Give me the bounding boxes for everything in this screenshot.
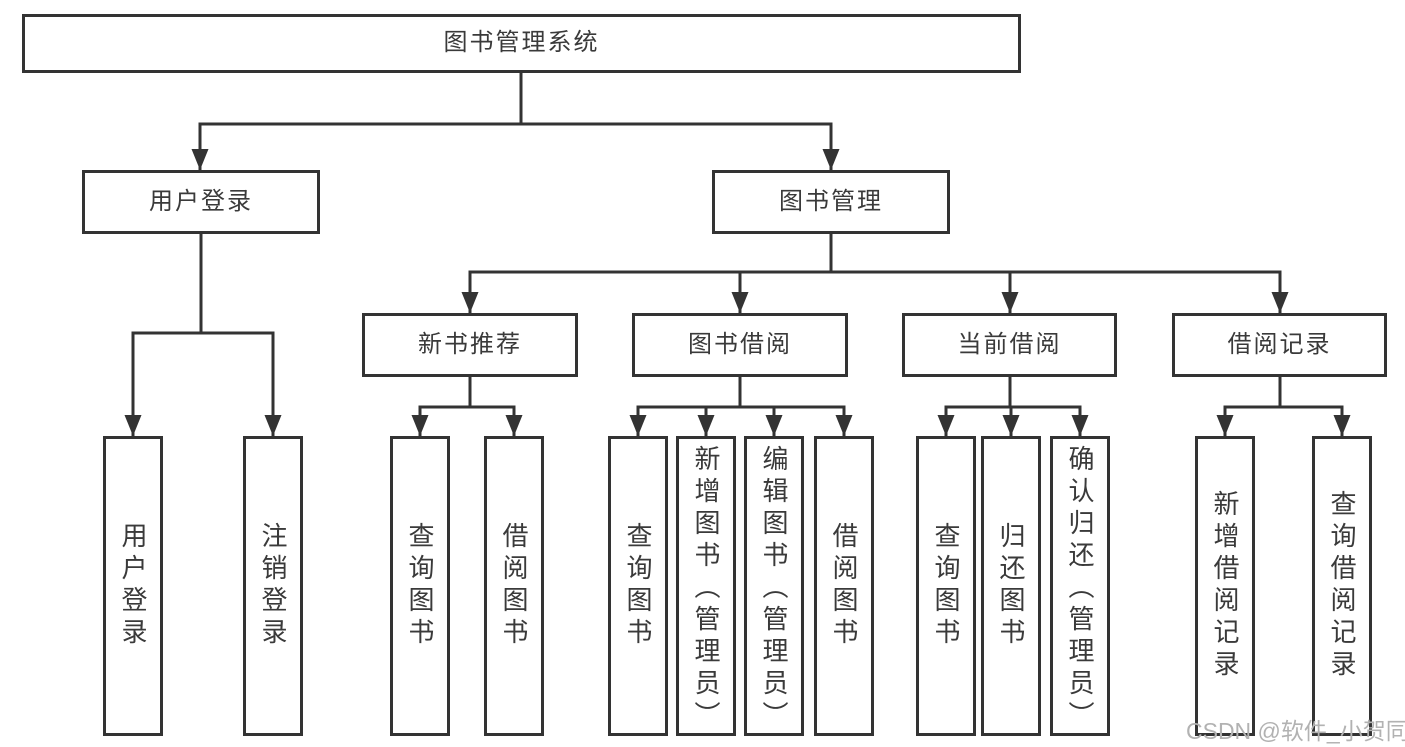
leaf-query-books-current: 查询图书 [916, 436, 976, 736]
leaf-add-borrow-record: 新增借阅记录 [1195, 436, 1255, 736]
leaf-confirm-return-admin: 确认归还（管理员） [1050, 436, 1110, 736]
node-new-book-recommend: 新书推荐 [362, 313, 578, 377]
leaf-logout-login: 注销登录 [243, 436, 303, 736]
leaf-add-books-admin: 新增图书（管理员） [676, 436, 736, 736]
leaf-query-borrow-record: 查询借阅记录 [1312, 436, 1372, 736]
node-book-borrowing: 图书借阅 [632, 313, 848, 377]
leaf-edit-books-admin: 编辑图书（管理员） [744, 436, 804, 736]
node-user-login: 用户登录 [82, 170, 320, 234]
node-library-system: 图书管理系统 [22, 14, 1021, 73]
node-book-management: 图书管理 [712, 170, 950, 234]
leaf-borrow-books-recommend: 借阅图书 [484, 436, 544, 736]
node-borrowing-records: 借阅记录 [1172, 313, 1387, 377]
leaf-query-books-recommend: 查询图书 [390, 436, 450, 736]
leaf-user-login: 用户登录 [103, 436, 163, 736]
leaf-borrow-books-borrowing: 借阅图书 [814, 436, 874, 736]
node-current-borrowing: 当前借阅 [902, 313, 1117, 377]
watermark: CSDN @软件_小贺同学 [1186, 718, 1405, 744]
leaf-return-books: 归还图书 [981, 436, 1041, 736]
leaf-query-books-borrowing: 查询图书 [608, 436, 668, 736]
